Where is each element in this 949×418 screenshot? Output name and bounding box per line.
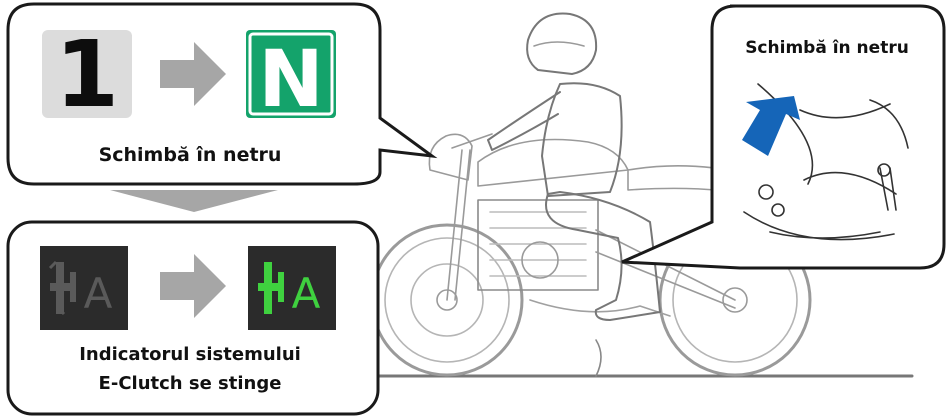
gray-right-arrow-icon (160, 42, 226, 106)
gray-right-arrow-icon-2 (160, 254, 226, 318)
e-clutch-caption-line-2: E-Clutch se stinge (98, 373, 282, 394)
e-clutch-caption-line-1: Indicatorul sistemului (79, 344, 301, 365)
boot-and-lever-drawing (743, 83, 909, 241)
neutral-box (246, 30, 336, 118)
rider-helmet (526, 12, 598, 75)
neutral-letter: N (258, 35, 323, 125)
e-clutch-off-icon (48, 260, 76, 316)
e-clutch-on-letter: A (292, 269, 321, 318)
e-clutch-indicator-caption: Indicatorul sistemului E-Clutch se sting… (14, 340, 366, 398)
gear-one-box (42, 30, 132, 118)
down-chevron-icon (110, 190, 278, 212)
gear-one-digit: 1 (55, 21, 119, 128)
e-clutch-off-letter: A (84, 269, 113, 318)
e-clutch-on-icon (258, 262, 284, 314)
shift-to-neutral-caption: Schimbă în netru (98, 144, 282, 166)
shift-detail-caption: Schimbă în netru (745, 38, 909, 58)
shift-up-arrow-icon (742, 96, 800, 156)
shift-detail-bubble (621, 4, 946, 270)
